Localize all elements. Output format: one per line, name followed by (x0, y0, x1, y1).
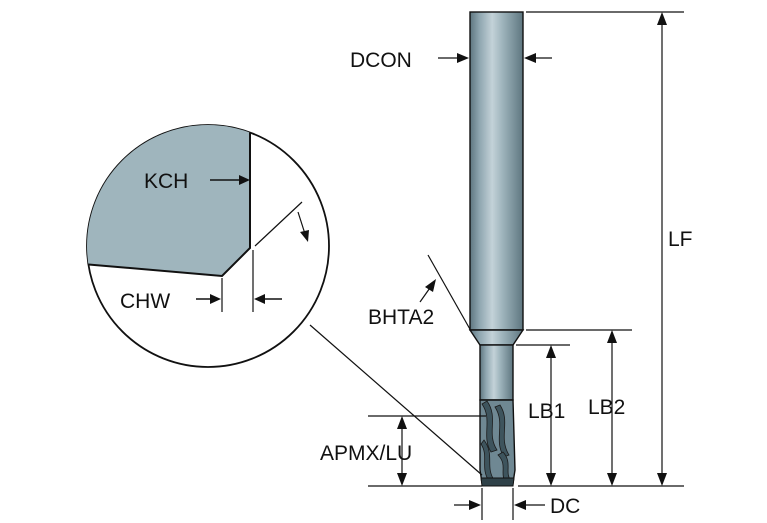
label-kch: KCH (144, 170, 188, 193)
label-lf: LF (668, 228, 693, 251)
dimension-labels: DCON LF KCH CHW BHTA2 LB1 LB2 APMX/LU DC (120, 49, 693, 518)
label-lb2: LB2 (588, 396, 625, 419)
label-apmx-lu: APMX/LU (320, 442, 412, 465)
tool-shank (469, 11, 524, 331)
label-lb1: LB1 (528, 400, 565, 423)
tool-body (468, 11, 525, 487)
kch-arrowhead (239, 175, 250, 185)
chw-arrowhead-right (254, 294, 265, 304)
label-chw: CHW (120, 290, 170, 313)
chamfer-extension-line (254, 201, 303, 247)
label-dc: DC (550, 495, 580, 518)
tool-taper (468, 329, 525, 346)
kch-angle-arrowhead (300, 230, 309, 242)
detail-leader-line (309, 324, 483, 476)
chw-arrowhead-left (210, 294, 221, 304)
dimension-arrowheads (397, 12, 667, 510)
label-bhta2: BHTA2 (368, 306, 434, 329)
dimensions (368, 11, 684, 520)
label-dcon: DCON (350, 49, 412, 72)
tool-neck (479, 344, 514, 401)
tool-flutes (480, 400, 512, 483)
detail-view (86, 124, 483, 476)
tool-tip (480, 477, 515, 487)
